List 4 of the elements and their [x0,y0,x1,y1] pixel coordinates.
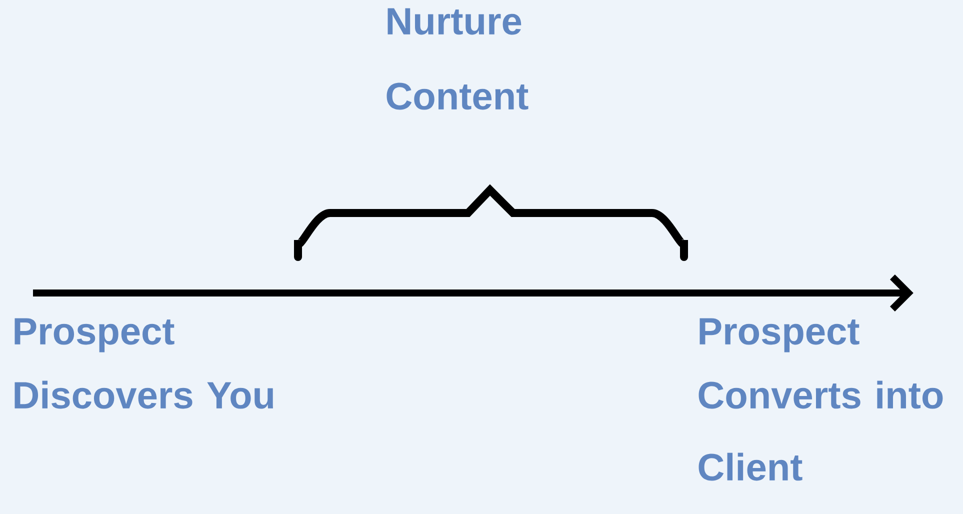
bracket-label: Nurture Content [386,8,528,110]
text-label: Prospect Converts into Client [698,318,943,481]
timeline-arrow [33,274,914,312]
text-label: Prospect Discovers You [14,318,273,409]
